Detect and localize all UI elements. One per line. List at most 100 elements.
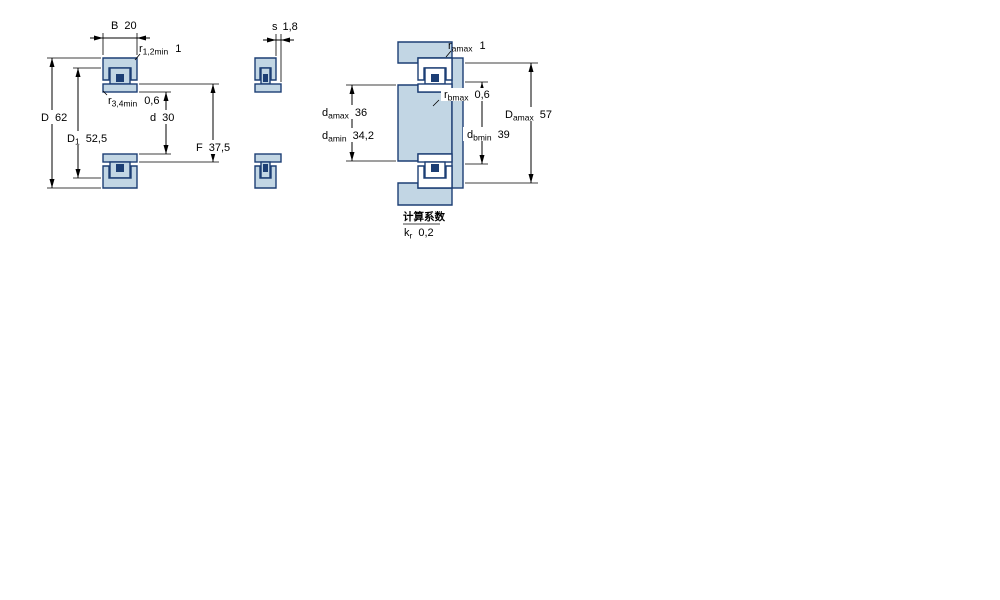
dim-symbol: D	[41, 112, 49, 124]
cage-top	[431, 74, 439, 82]
dim-label-damax: damax 36	[322, 107, 367, 121]
dim-subscript: 1	[75, 137, 80, 147]
dim-subscript: amax	[328, 111, 350, 121]
abutment-collar	[451, 57, 464, 189]
extension-lines	[139, 83, 219, 163]
dim-value: 1,8	[283, 21, 298, 33]
outer-ring-bottom	[102, 165, 138, 189]
dim-label-r12: r1,2min 1	[139, 43, 181, 57]
label-r12: r1,2min 1	[134, 43, 181, 61]
dim-label-d: d 30	[150, 112, 174, 124]
dim-symbol: F	[196, 142, 203, 154]
label-background	[441, 88, 497, 101]
cage-bottom	[431, 164, 439, 172]
dim-D: D 62	[38, 57, 101, 189]
cage-top	[263, 74, 268, 82]
dim-label-r34: r3,4min 0,6	[108, 95, 159, 109]
dim-symbol: r	[108, 95, 112, 107]
calculation-factors: 计算系数 kr 0,2	[403, 210, 445, 241]
outer-ring-top	[102, 57, 138, 81]
dim-label-dbmin: dbmin 39	[467, 129, 510, 143]
cage-top	[116, 74, 124, 82]
dim-s: s 1,8	[263, 21, 298, 82]
dim-symbol: s	[272, 21, 278, 33]
dim-label-s: s 1,8	[272, 21, 298, 33]
factor-kr: kr 0,2	[404, 227, 434, 241]
inner-ring-bottom	[254, 153, 282, 163]
dim-symbol: k	[404, 227, 410, 239]
dim-value: 34,2	[353, 130, 374, 142]
dim-value: 0,2	[418, 227, 433, 239]
extension-lines	[275, 34, 282, 82]
dim-value: 1	[175, 43, 181, 55]
dim-value: 30	[162, 112, 174, 124]
dim-subscript: bmax	[448, 93, 470, 103]
extension-lines	[465, 62, 538, 184]
dim-subscript: amax	[513, 113, 535, 123]
middle-figure: s 1,8	[254, 21, 298, 189]
cage-bottom	[116, 164, 124, 172]
dim-subscript: r	[410, 231, 413, 241]
dim-symbol: d	[322, 130, 328, 142]
leader-line	[445, 50, 452, 58]
dim-value: 36	[355, 107, 367, 119]
dim-F: F 37,5	[139, 83, 235, 163]
dim-symbol: r	[448, 40, 452, 52]
leader-line	[102, 90, 108, 96]
extension-lines	[73, 67, 101, 179]
dim-db: dbmin 39	[463, 81, 515, 165]
label-background	[146, 110, 177, 124]
cage-bottom	[263, 164, 268, 172]
dim-d: d 30	[139, 91, 177, 155]
bearing-side-section	[254, 57, 282, 189]
mounted-bearing-outline	[417, 57, 453, 189]
dim-symbol: d	[467, 129, 473, 141]
inner-ring-bottom	[417, 153, 453, 163]
inner-ring-top	[102, 83, 138, 93]
dim-subscript: 1,2min	[143, 47, 169, 57]
bearing-cross-section	[102, 57, 138, 189]
dim-label-D: D 62	[41, 112, 67, 124]
dim-subscript: bmin	[473, 133, 492, 143]
outer-ring-bottom	[417, 165, 453, 189]
dim-value: 20	[124, 20, 136, 32]
extension-lines	[346, 84, 396, 162]
dim-symbol: B	[111, 20, 118, 32]
dim-value: 57	[540, 109, 552, 121]
dim-subscript: amax	[452, 44, 474, 54]
dim-subscript: 3,4min	[112, 99, 138, 109]
dim-symbol: d	[322, 107, 328, 119]
outer-ring-top	[254, 57, 277, 81]
dim-value: 0,6	[474, 89, 489, 101]
outer-ring-top	[417, 57, 453, 81]
extension-lines	[47, 57, 101, 189]
factors-title: 计算系数	[403, 210, 445, 223]
dim-value: 52,5	[86, 133, 107, 145]
dim-symbol: r	[139, 43, 143, 55]
dim-label-F: F 37,5	[196, 142, 230, 154]
dim-value: 37,5	[209, 142, 230, 154]
label-background	[38, 110, 70, 124]
label-background	[318, 128, 386, 142]
dim-symbol: d	[150, 112, 156, 124]
dim-value: 0,6	[144, 95, 159, 107]
inner-ring-bottom	[102, 153, 138, 163]
dim-value: 39	[498, 129, 510, 141]
label-background	[192, 140, 235, 154]
label-background	[318, 105, 382, 119]
dim-value: 62	[55, 112, 67, 124]
label-r34: r3,4min 0,6	[102, 90, 159, 109]
inner-ring-top	[254, 83, 282, 93]
